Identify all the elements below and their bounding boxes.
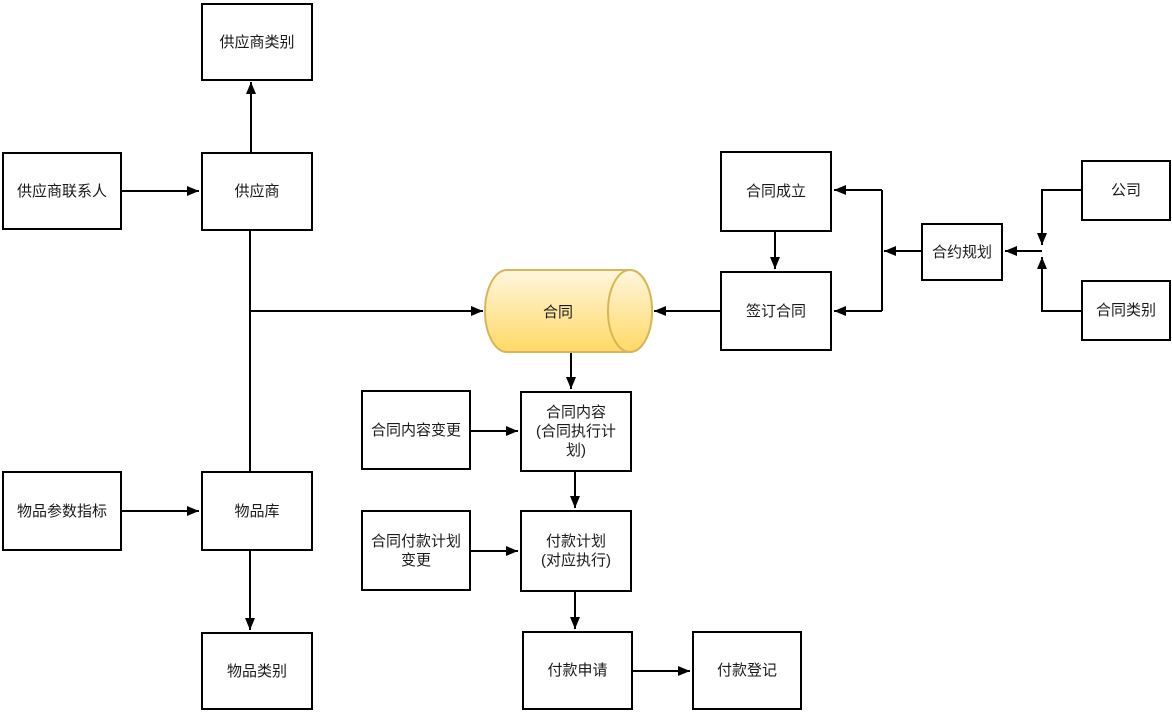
node-label: 物品参数指标 — [16, 502, 107, 520]
node-label-line1: 合同付款计划 — [370, 532, 461, 550]
node-label: 合同内容变更 — [370, 421, 461, 439]
node-label-line2: (对应执行) — [541, 552, 611, 569]
node-item-store[interactable]: 物品库 — [201, 471, 313, 551]
node-item-params[interactable]: 物品参数指标 — [2, 471, 122, 551]
node-label: 公司 — [1110, 182, 1141, 199]
node-item-category[interactable]: 物品类别 — [201, 632, 313, 710]
node-label: 供应商联系人 — [16, 182, 107, 200]
node-label: 供应商类别 — [219, 33, 295, 51]
node-company[interactable]: 公司 — [1081, 160, 1171, 221]
node-sign-contract[interactable]: 签订合同 — [720, 271, 832, 351]
edge-company-to-junction — [1037, 189, 1081, 245]
node-label: 合同成立 — [745, 183, 806, 200]
node-supplier-category[interactable]: 供应商类别 — [201, 3, 313, 81]
node-label-line2: (合同执行计 — [536, 423, 616, 440]
node-payment-plan-change[interactable]: 合同付款计划 变更 — [361, 510, 471, 591]
node-contract-category[interactable]: 合同类别 — [1081, 280, 1171, 341]
node-payment-plan[interactable]: 付款计划 (对应执行) — [520, 510, 632, 592]
node-payment-register[interactable]: 付款登记 — [692, 631, 802, 710]
node-label: 供应商 — [234, 183, 280, 200]
node-label: 付款申请 — [547, 662, 608, 679]
node-label: 物品库 — [234, 502, 280, 520]
node-label-line3: 划) — [566, 442, 586, 459]
node-supplier[interactable]: 供应商 — [201, 152, 313, 231]
node-label: 签订合同 — [745, 302, 806, 320]
node-label-line1: 付款计划 — [545, 533, 606, 550]
node-label: 合约规划 — [931, 243, 992, 261]
node-label-line2: 变更 — [400, 551, 431, 569]
node-label: 物品类别 — [226, 662, 287, 680]
node-contract-content[interactable]: 合同内容 (合同执行计 划) — [520, 391, 632, 472]
node-label: 合同类别 — [1095, 302, 1156, 319]
node-label-line1: 合同内容 — [545, 404, 606, 421]
node-supplier-contact[interactable]: 供应商联系人 — [2, 152, 122, 230]
node-contract-established[interactable]: 合同成立 — [720, 151, 832, 232]
node-payment-request[interactable]: 付款申请 — [522, 631, 633, 710]
cylinder-right-cap — [607, 269, 653, 353]
node-label: 付款登记 — [716, 662, 777, 679]
edge-contract-category-to-junction — [1037, 257, 1081, 312]
node-contract-planning[interactable]: 合约规划 — [921, 223, 1003, 281]
contract-datastore-label: 合同 — [542, 303, 573, 321]
node-contract-content-change[interactable]: 合同内容变更 — [361, 390, 471, 470]
